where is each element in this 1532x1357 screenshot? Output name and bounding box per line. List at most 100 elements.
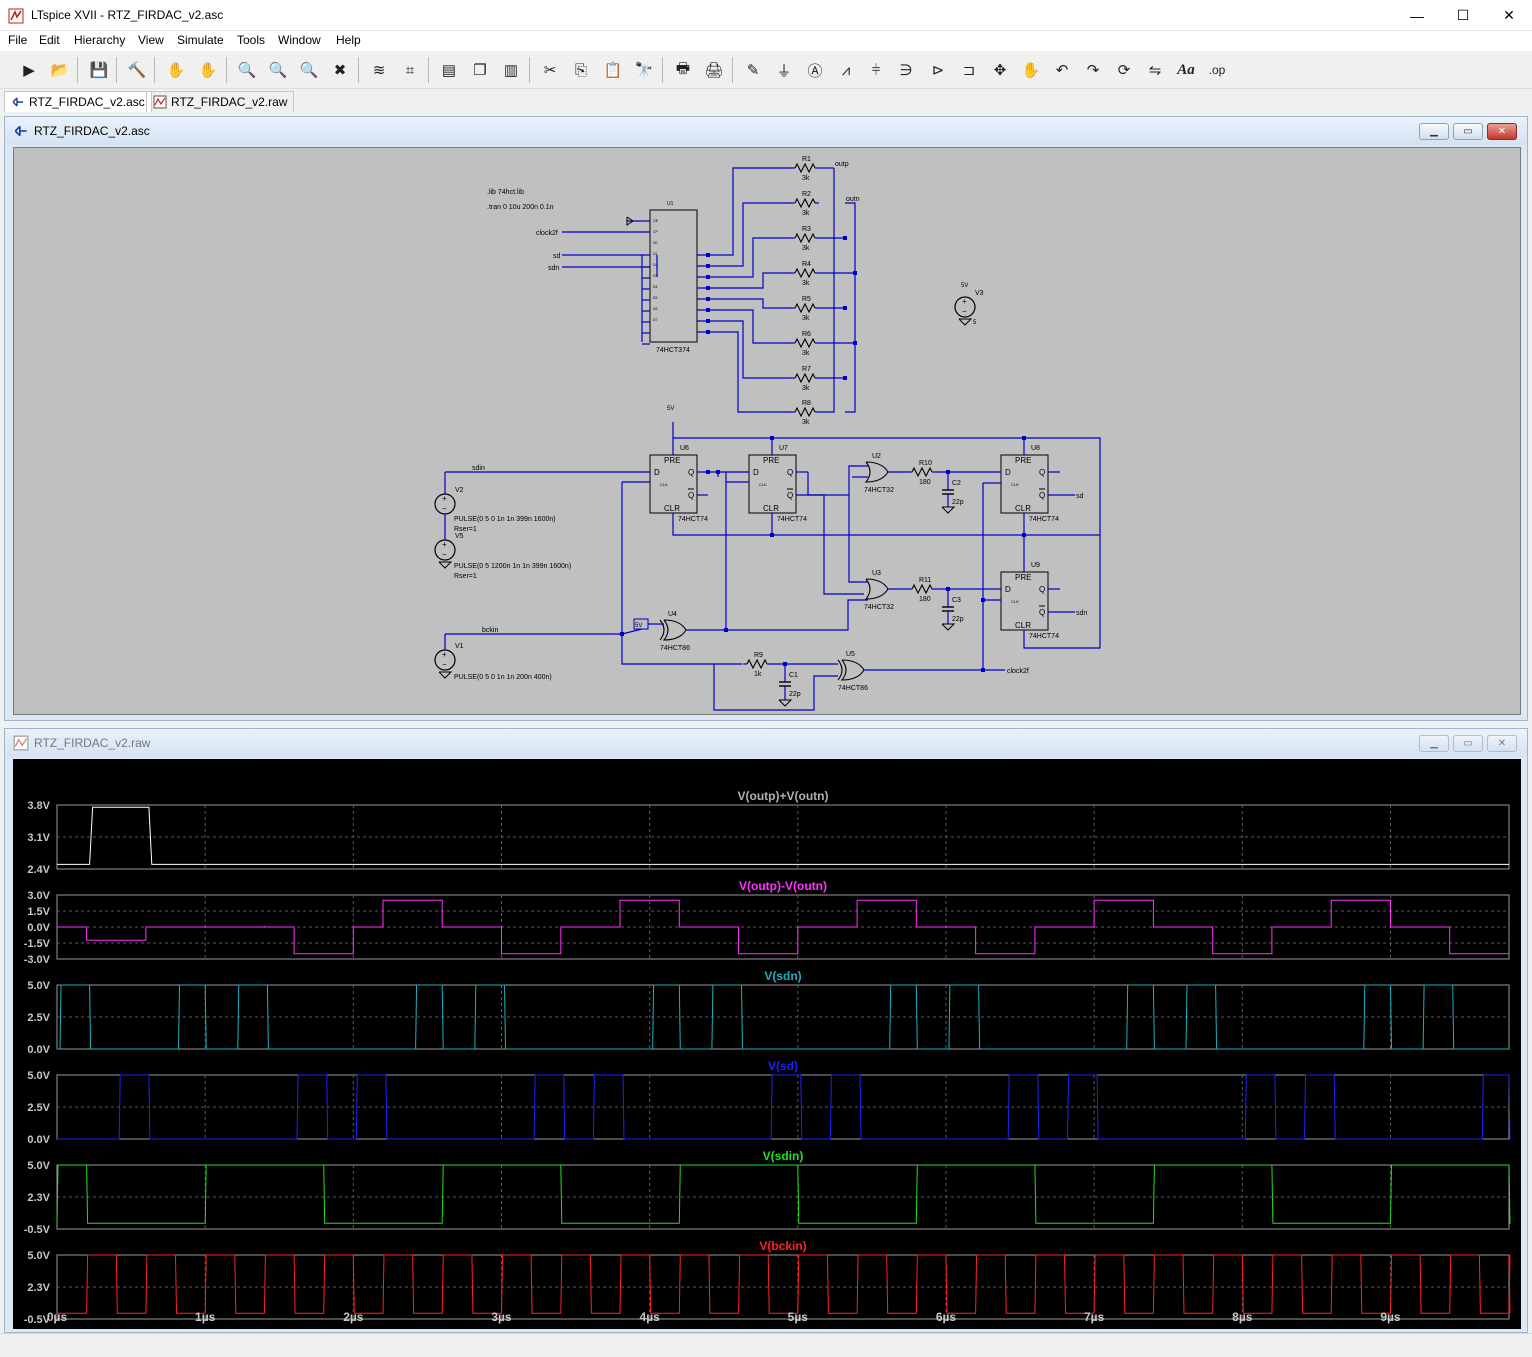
capacitor-name[interactable]: C3 [952,597,961,604]
resistor-R3[interactable] [794,232,816,244]
resistor-name[interactable]: R7 [802,366,811,373]
zoom-cancel-button[interactable]: ✖ [327,57,353,83]
minimize-button[interactable]: — [1410,7,1424,24]
junction[interactable] [706,470,710,474]
pin-pre[interactable]: PRE [664,456,680,465]
autorange-button[interactable]: ≋ [366,57,392,83]
pin-label[interactable]: CP [653,230,659,234]
ground-symbol[interactable] [941,623,956,631]
find-button[interactable]: 🔭 [631,57,657,83]
part-type[interactable]: 74HCT32 [864,487,894,494]
capacitor-button[interactable]: ⫩ [863,57,889,83]
menu-tools[interactable]: Tools [237,33,266,47]
tile-horizontal-button[interactable]: ▤ [436,57,462,83]
paste-button[interactable]: 📋 [600,57,626,83]
part-name[interactable]: U5 [846,651,855,658]
open-button[interactable]: 📂 [47,57,73,83]
part-name[interactable]: U4 [668,611,677,618]
resistor-value[interactable]: 3k [802,245,810,252]
run-button[interactable]: ▶ [16,57,42,83]
pin-label[interactable]: D5 [653,296,658,300]
pin-q[interactable]: Q [1039,468,1045,477]
pin-qn[interactable]: Q [787,491,793,500]
schematic-close-button[interactable]: ✕ [1487,123,1517,140]
junction[interactable] [853,271,857,275]
net-label-sdn[interactable]: sdn [1076,610,1087,617]
junction[interactable] [770,436,774,440]
resistor-R1[interactable] [794,162,816,174]
junction[interactable] [706,297,710,301]
pin-qn[interactable]: Q [1039,608,1045,617]
tile-vertical-button[interactable]: ▥ [498,57,524,83]
polarity[interactable]: + [442,494,447,503]
pin-clk[interactable]: CLK [1011,599,1019,604]
drag-button[interactable]: ✋ [1018,57,1044,83]
resistor-R5[interactable] [794,302,816,314]
cut-button[interactable]: ✂ [537,57,563,83]
pin-clk[interactable]: CLK [759,482,767,487]
diode-button[interactable]: ⊳ [925,57,951,83]
junction[interactable] [843,306,847,310]
resistor-value[interactable]: 3k [802,210,810,217]
part-name[interactable]: U1 [667,201,674,207]
zoom-in-button[interactable]: 🔍 [234,57,260,83]
pin-q[interactable]: Q [1039,585,1045,594]
part-type[interactable]: 74HCT86 [838,685,868,692]
menu-file[interactable]: File [8,33,28,47]
pin-label[interactable]: D6 [653,307,658,311]
resistor-button[interactable]: ⩘ [833,57,859,83]
pin-clk[interactable]: CLK [1011,482,1019,487]
pin-clr[interactable]: CLR [1015,621,1031,630]
rotate-button[interactable]: ⟳ [1111,57,1137,83]
polarity[interactable]: − [442,660,447,669]
junction[interactable] [981,598,985,602]
source-value[interactable]: PULSE(0 5 1200n 1n 1n 399n 1600n) [454,563,571,570]
resistor-value[interactable]: 3k [802,385,810,392]
source-name[interactable]: V5 [455,533,464,540]
resistor-R6[interactable] [794,337,816,349]
part-type[interactable]: 74HCT74 [678,516,708,523]
pin-clr[interactable]: CLR [664,504,680,513]
part-type[interactable]: 74HCT74 [777,516,807,523]
waveform-chart[interactable]: V(outp)+V(outn)3.8V3.1V2.4VV(outp)-V(out… [13,759,1521,1329]
net-label-outp[interactable]: outp [835,161,849,168]
polarity[interactable]: + [442,650,447,659]
source-rser[interactable]: Rser=1 [454,573,477,580]
resistor-value[interactable]: 3k [802,419,810,426]
part-name[interactable]: U6 [680,445,689,452]
ground-symbol[interactable] [438,561,453,569]
resistor-R2[interactable] [794,197,816,209]
net-label-clock2f[interactable]: clock2f [1007,668,1029,675]
junction[interactable] [724,628,728,632]
net-label-clock2f[interactable]: clock2f [536,230,558,237]
zoom-full-button[interactable]: 🔍 [265,57,291,83]
source-value[interactable]: PULSE(0 5 0 1n 1n 399n 1600n) [454,516,556,523]
part-type[interactable]: 74HCT86 [660,645,690,652]
voltage-source-V5[interactable] [434,539,456,561]
resistor-value[interactable]: 3k [802,175,810,182]
part-name[interactable]: U9 [1031,562,1040,569]
junction[interactable] [843,236,847,240]
part-type[interactable]: 74HCT374 [656,347,690,354]
pin-label[interactable]: D1 [653,252,658,256]
pin-label[interactable]: D3 [653,274,658,278]
junction[interactable] [853,341,857,345]
waveform-minimize-button[interactable]: ▁ [1419,735,1449,752]
menu-help[interactable]: Help [336,33,361,47]
pin-q[interactable]: Q [787,468,793,477]
resistor-R4[interactable] [794,267,816,279]
print-setup-button[interactable]: 🖶 [670,57,696,83]
pin-label[interactable]: D4 [653,285,658,289]
pin-clr[interactable]: CLR [1015,504,1031,513]
ground-button[interactable]: ⏚ [771,57,797,83]
resistor-value[interactable]: 180 [919,596,931,603]
save-button[interactable]: 💾 [86,57,112,83]
spice-directive[interactable]: .lib 74hct.lib [487,189,524,196]
flipflop-U1[interactable] [649,209,698,343]
ground-symbol[interactable] [778,699,793,707]
pin-clk[interactable]: CLK [660,482,668,487]
resistor-name[interactable]: R6 [802,331,811,338]
tab-waveform[interactable]: RTZ_FIRDAC_v2.raw [146,91,295,112]
net-label-bckin[interactable]: bckin [482,627,498,634]
